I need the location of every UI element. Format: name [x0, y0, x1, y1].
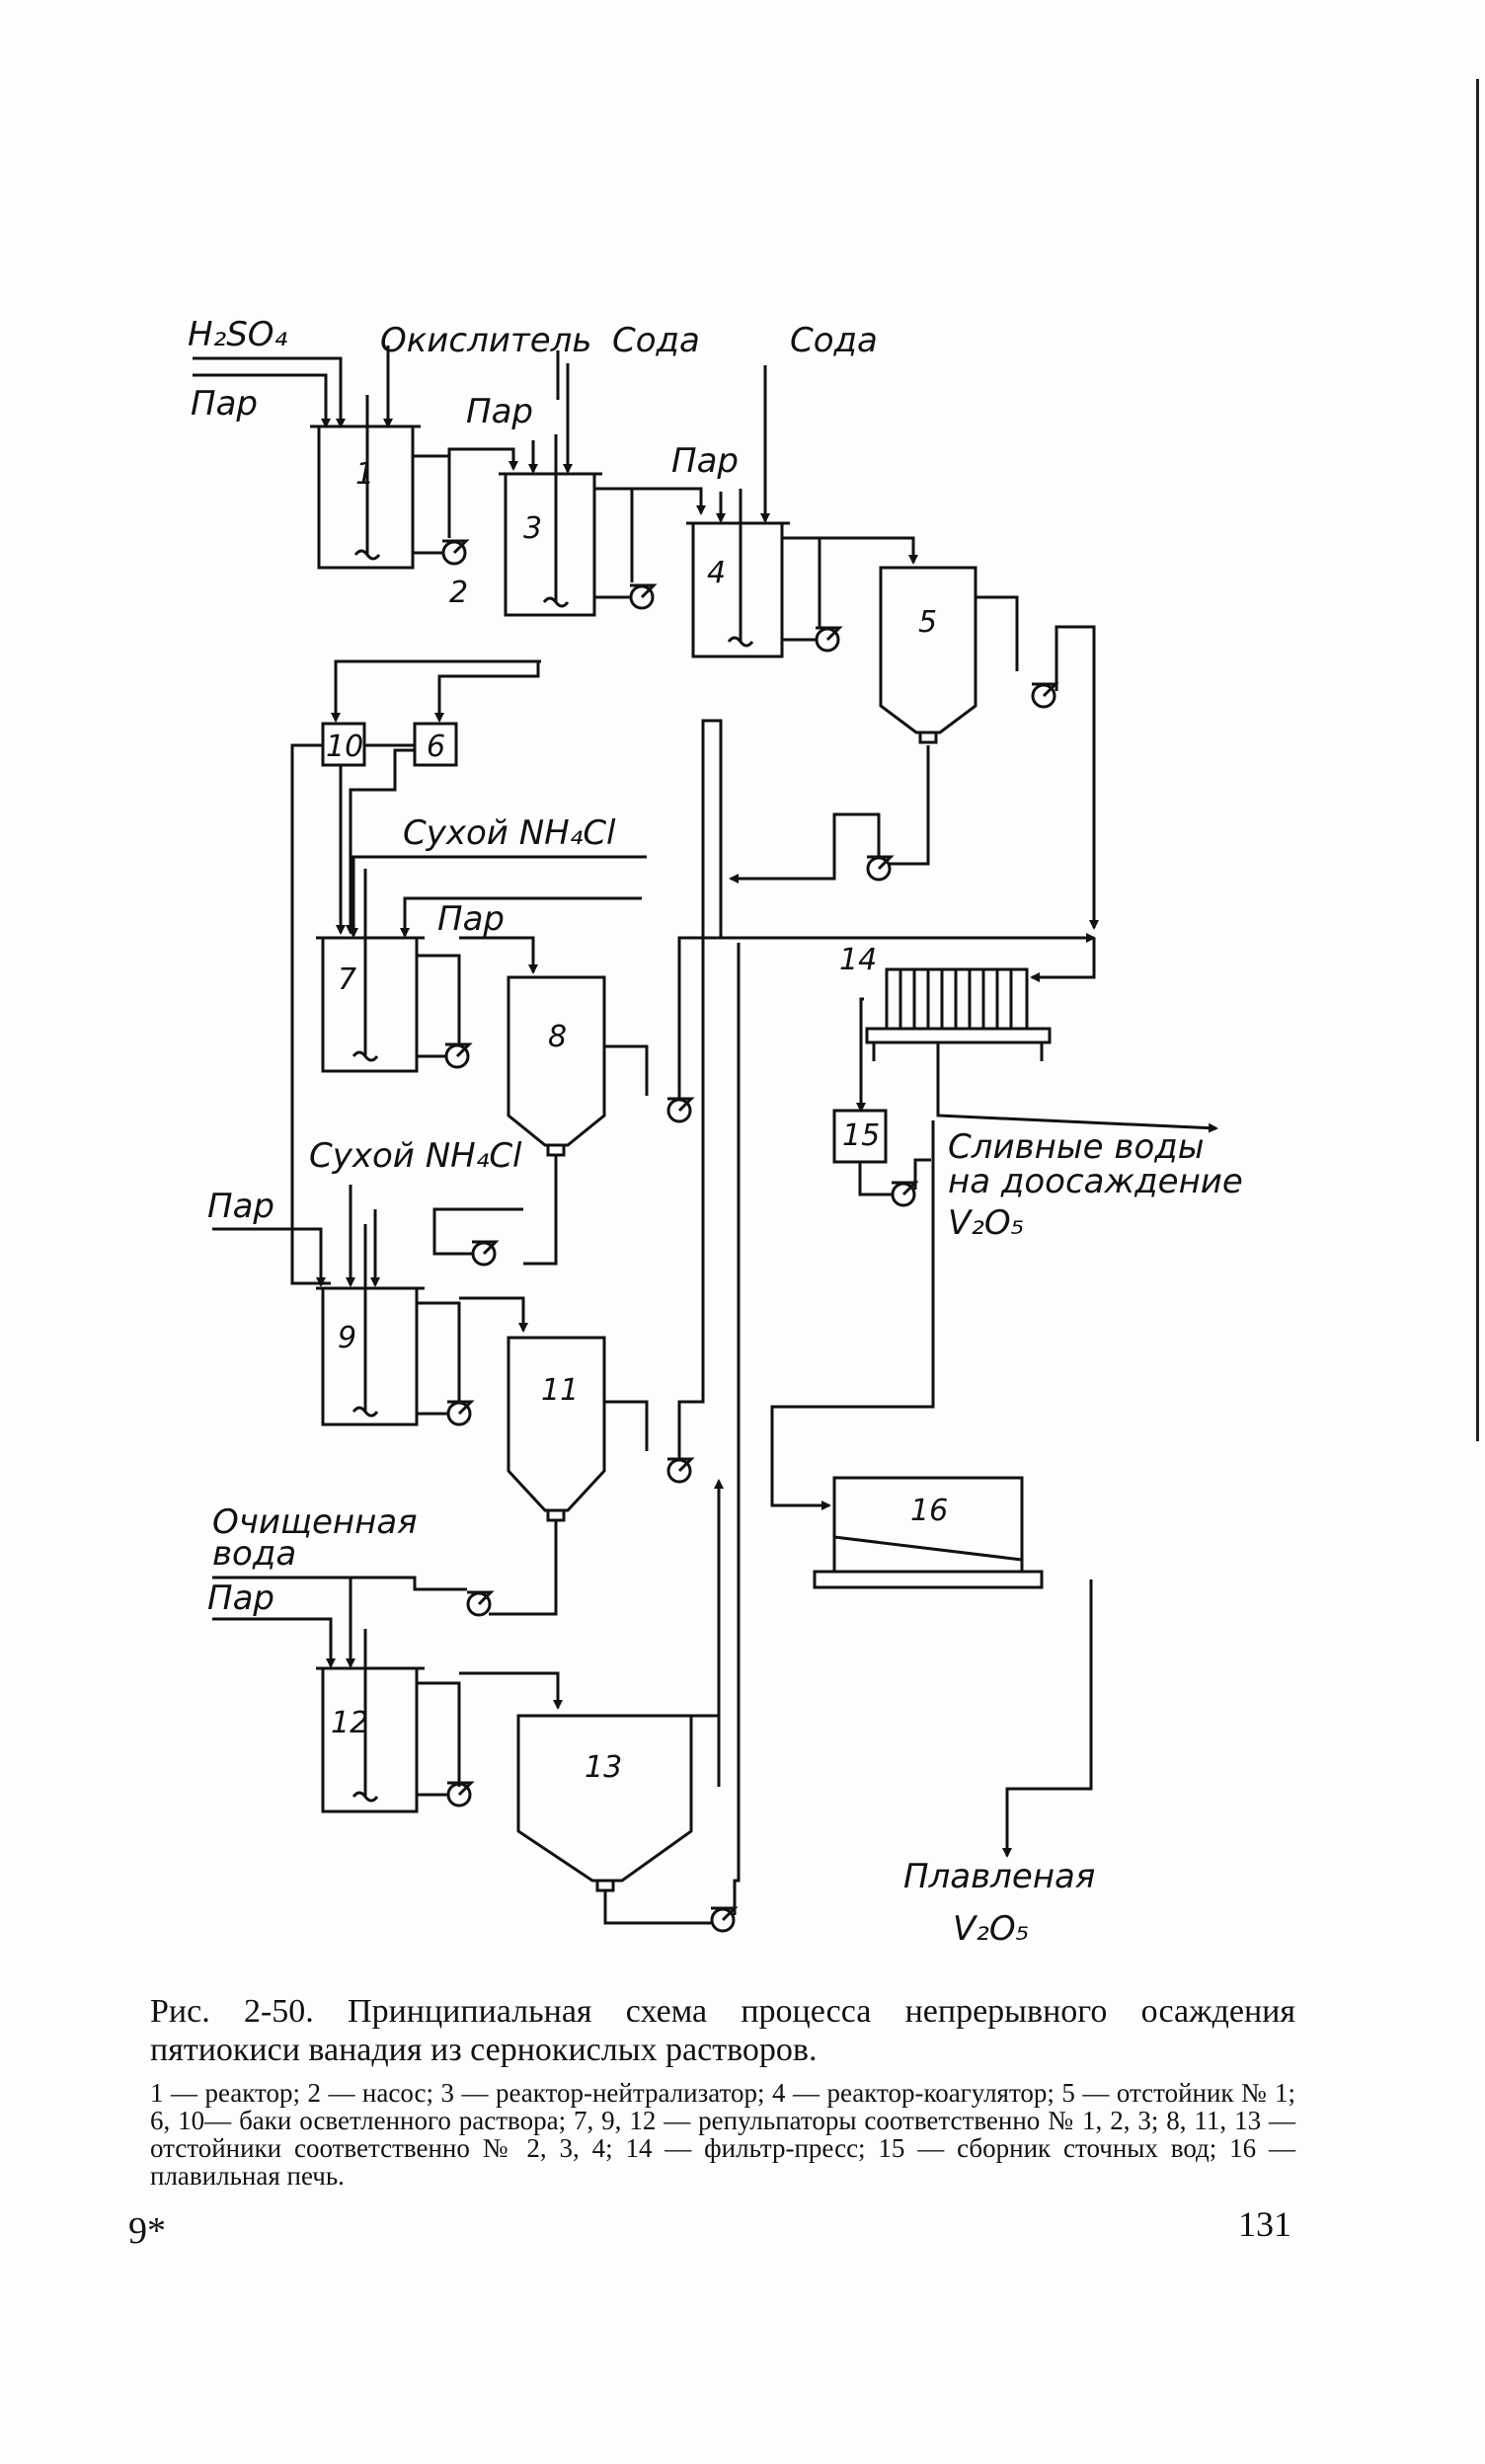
label-product-2: V₂O₅	[953, 1909, 1029, 1949]
unit-number-3: 3	[523, 511, 542, 546]
unit-number-8: 8	[548, 1020, 567, 1054]
label-pure-water: Очищенная	[212, 1502, 418, 1542]
repulper-9	[321, 1286, 419, 1426]
label-h2so4: H₂SO₄	[188, 315, 288, 354]
label-dry-nh4cl-1: Сухой NH₄Cl	[403, 813, 616, 853]
process-flow-diagram: H₂SO₄ Окислитель Сода Сода Пар Пар Пар С…	[188, 315, 1243, 1949]
label-soda-1: Сода	[612, 321, 700, 360]
label-steam-r3: Пар	[466, 392, 533, 431]
unit-number-4: 4	[707, 556, 726, 590]
repulper-7	[321, 936, 419, 1073]
settler-8	[507, 975, 606, 1147]
label-steam-r9: Пар	[207, 1187, 274, 1226]
unit-number-11: 11	[541, 1373, 579, 1408]
caption-title: Рис. 2-50. Принципиальная схема процесса…	[150, 1993, 1295, 2068]
reactor-3	[504, 472, 596, 617]
unit-number-9: 9	[338, 1321, 356, 1355]
label-steam-r4: Пар	[671, 441, 739, 481]
caption-legend: 1 — реактор; 2 — насос; 3 — реактор-нейт…	[150, 2078, 1295, 2191]
label-waste-water: Сливные воды	[948, 1127, 1205, 1167]
unit-number-5: 5	[918, 605, 937, 640]
unit-number-13: 13	[585, 1750, 622, 1785]
unit-number-14: 14	[839, 943, 877, 977]
signature-mark: 9*	[128, 2210, 166, 2252]
label-dry-nh4cl-2: Сухой NH₄Cl	[309, 1136, 522, 1176]
page-edge-line	[1476, 79, 1479, 1441]
unit-number-1: 1	[355, 457, 374, 492]
label-waste-water-2: на доосаждение	[948, 1162, 1243, 1201]
unit-number-12: 12	[331, 1706, 368, 1740]
label-steam-r12: Пар	[207, 1578, 274, 1618]
label-waste-water-3: V₂O₅	[948, 1203, 1024, 1243]
label-oxidant: Окислитель	[380, 321, 591, 360]
unit-number-16: 16	[910, 1494, 948, 1528]
settler-11	[507, 1336, 606, 1512]
label-soda-2: Сода	[790, 321, 878, 360]
label-product: Плавленая	[903, 1857, 1095, 1896]
unit-number-15: 15	[842, 1118, 880, 1153]
unit-number-6: 6	[427, 730, 445, 764]
unit-number-10: 10	[326, 730, 363, 764]
label-pure-water-2: вода	[212, 1534, 296, 1574]
figure-caption: Рис. 2-50. Принципиальная схема процесса…	[150, 1992, 1295, 2190]
page-number: 131	[1238, 2204, 1291, 2244]
settler-13	[516, 1714, 693, 1883]
label-steam-in-1: Пар	[191, 384, 258, 424]
unit-number-2: 2	[449, 576, 468, 610]
unit-number-7: 7	[338, 962, 356, 997]
label-steam-r7: Пар	[437, 899, 505, 939]
settler-5	[879, 566, 977, 734]
